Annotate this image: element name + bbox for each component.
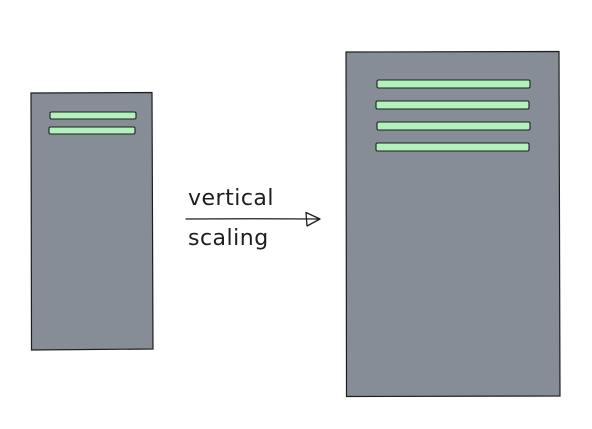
- small-server-body: [30, 91, 154, 351]
- large-server-body: [345, 50, 561, 398]
- server-slot: [49, 111, 137, 120]
- arrow-head: [305, 211, 321, 227]
- label-vertical: vertical: [188, 186, 275, 211]
- large-server-icon: [345, 50, 561, 398]
- small-server-slots: [48, 111, 137, 135]
- server-slot: [376, 79, 531, 89]
- server-slot: [376, 121, 531, 131]
- label-scaling: scaling: [188, 226, 269, 251]
- server-slot: [375, 100, 530, 110]
- large-server-slots: [375, 79, 531, 152]
- server-slot: [375, 142, 530, 152]
- small-server-icon: [30, 91, 154, 351]
- server-slot: [48, 126, 136, 135]
- arrow-right-icon: [185, 211, 321, 227]
